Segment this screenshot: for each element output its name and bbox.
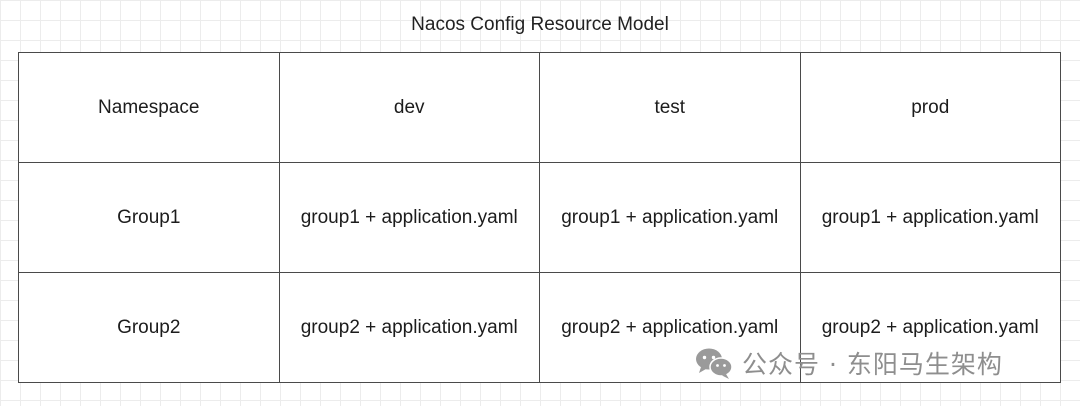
header-cell-namespace: Namespace (18, 52, 280, 163)
cell-group1-prod: group1 + application.yaml (799, 162, 1061, 273)
header-cell-test: test (539, 52, 801, 163)
watermark: 公众号 · 东阳马生架构 (694, 344, 1003, 382)
table-row-group2: Group2 group2 + application.yaml group2 … (18, 272, 1061, 383)
header-cell-prod: prod (799, 52, 1061, 163)
cell-group1-dev: group1 + application.yaml (278, 162, 540, 273)
cell-group2-prod: group2 + application.yaml (799, 272, 1061, 383)
row-label-group2: Group2 (18, 272, 280, 383)
cell-group1-test: group1 + application.yaml (539, 162, 801, 273)
watermark-text: 公众号 · 东阳马生架构 (742, 350, 1003, 379)
header-cell-dev: dev (278, 52, 540, 163)
table-row-namespace: Namespace dev test prod (18, 52, 1061, 163)
resource-model-table: Namespace dev test prod Group1 group1 + … (18, 52, 1061, 383)
wechat-icon (696, 348, 733, 379)
table-row-group1: Group1 group1 + application.yaml group1 … (18, 162, 1061, 273)
diagram-title: Nacos Config Resource Model (411, 14, 669, 35)
row-label-group1: Group1 (18, 162, 280, 273)
cell-group2-dev: group2 + application.yaml (278, 272, 540, 383)
